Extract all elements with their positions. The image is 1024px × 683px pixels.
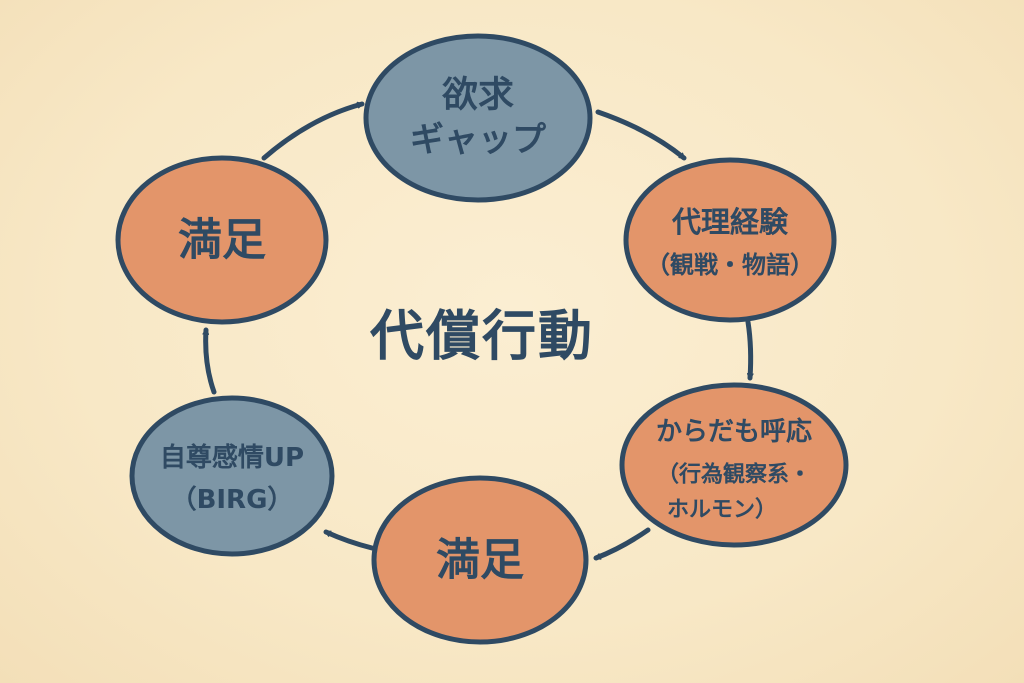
node-self-esteem-up-label-line1: 自尊感情UP [160, 442, 304, 473]
arrow-self-esteem-up-to-satisfaction-left [202, 327, 217, 395]
node-satisfaction-left: 満足 [115, 155, 329, 325]
node-satisfaction-bottom-shape [371, 475, 589, 645]
node-self-esteem-up-label-line2: （BIRG） [171, 485, 294, 515]
node-body-response: からだも呼応 （行為観察系・ ホルモン） [619, 382, 849, 548]
arrow-satisfaction-bottom-to-self-esteem-up [323, 529, 375, 551]
node-self-esteem-up-shape [129, 395, 335, 557]
node-satisfaction-left-shape [115, 155, 329, 325]
node-desire-gap-label-line2: ギャップ [410, 120, 546, 160]
node-satisfaction-bottom: 満足 [371, 475, 589, 645]
node-desire-gap-shape [363, 33, 593, 203]
node-vicarious-experience-shape [623, 157, 837, 323]
arrow-desire-gap-to-vicarious-experience [595, 109, 687, 161]
node-desire-gap-label-line1: 欲求 [441, 75, 514, 116]
node-body-response-label-line3: ホルモン） [667, 498, 777, 523]
node-vicarious-experience-label-line2: （観戦・物語） [646, 251, 814, 279]
node-self-esteem-up: 自尊感情UP （BIRG） [129, 395, 335, 557]
node-vicarious-experience-label-line1: 代理経験 [671, 205, 789, 239]
node-body-response-label-line1: からだも呼応 [656, 416, 812, 447]
node-satisfaction-left-label: 満足 [178, 215, 266, 266]
arrow-body-response-to-satisfaction-bottom [593, 527, 651, 561]
node-satisfaction-bottom-label: 満足 [436, 535, 524, 586]
node-body-response-shape [619, 382, 849, 548]
node-body-response-label-line2: （行為観察系・ [657, 462, 811, 488]
center-label: 代償行動 [369, 305, 594, 368]
arrow-vicarious-experience-to-body-response [745, 319, 754, 381]
node-vicarious-experience: 代理経験 （観戦・物語） [623, 157, 837, 323]
node-desire-gap: 欲求 ギャップ [363, 33, 593, 203]
arrow-satisfaction-left-to-desire-gap [261, 101, 365, 161]
